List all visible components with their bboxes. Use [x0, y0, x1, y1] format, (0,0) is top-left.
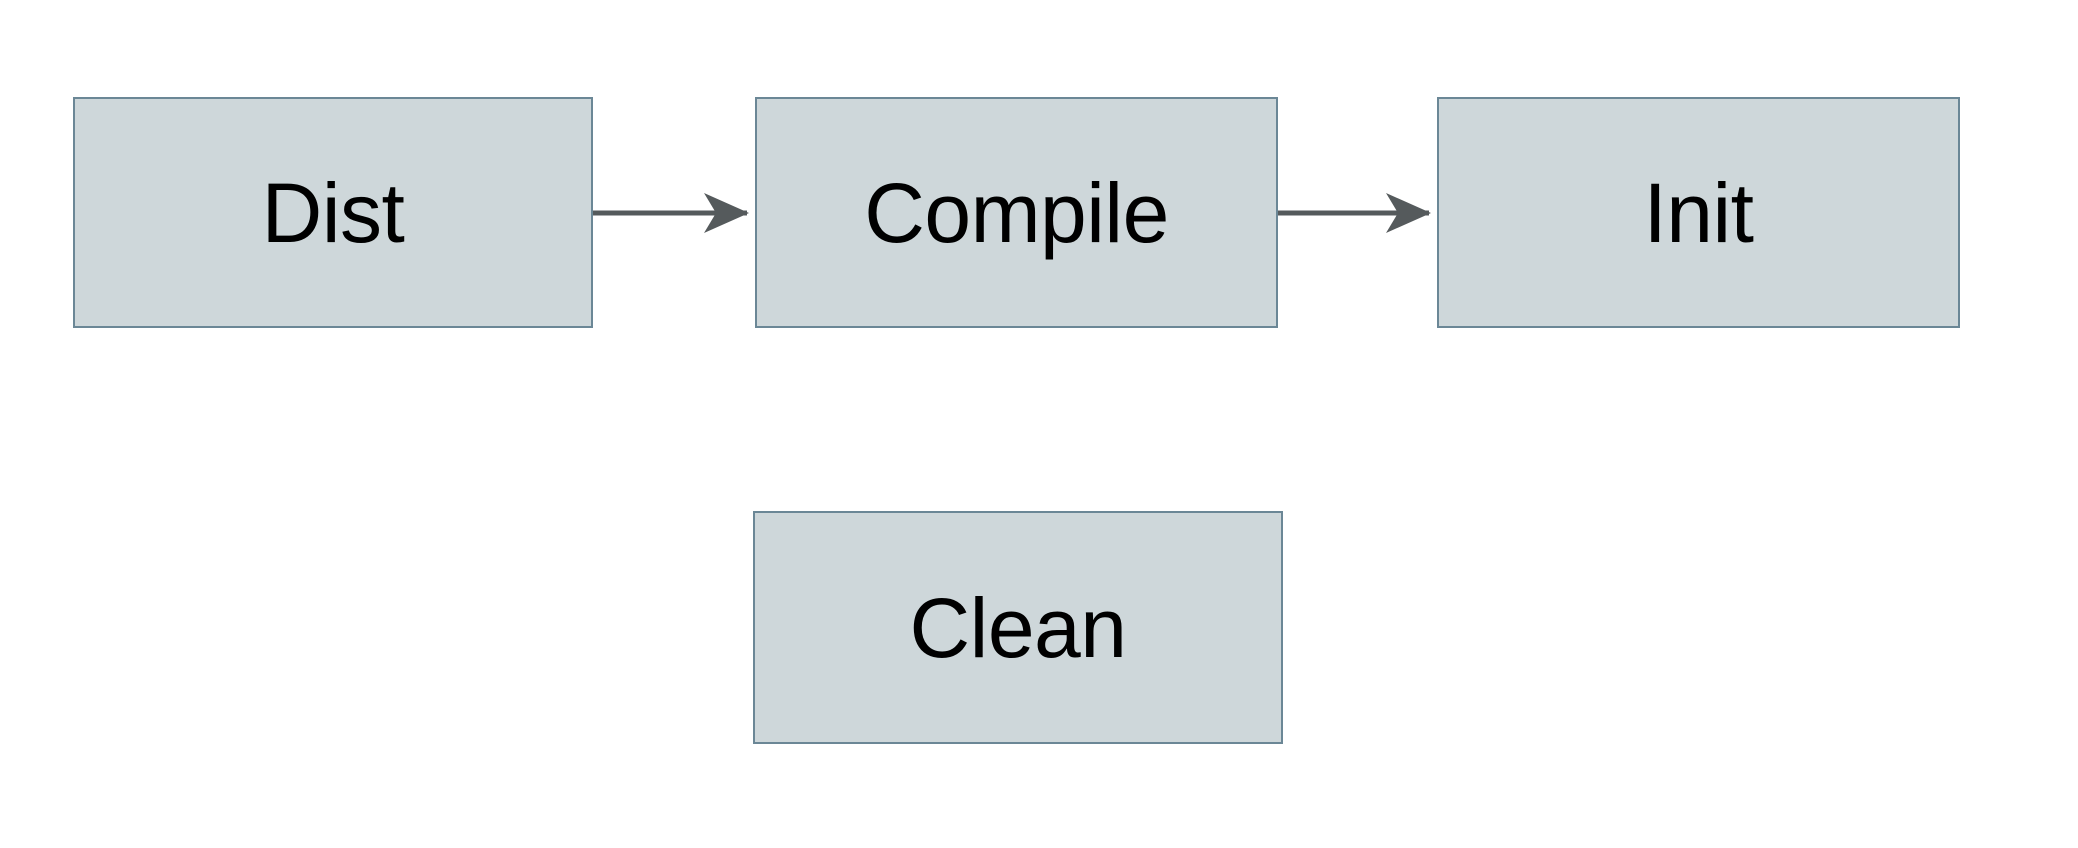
node-init[interactable]: Init: [1437, 97, 1960, 328]
node-label: Init: [1643, 165, 1754, 260]
node-label: Dist: [261, 165, 405, 260]
node-compile[interactable]: Compile: [755, 97, 1278, 328]
node-label: Compile: [864, 165, 1169, 260]
node-dist[interactable]: Dist: [73, 97, 593, 328]
node-clean[interactable]: Clean: [753, 511, 1283, 744]
node-label: Clean: [909, 580, 1127, 675]
